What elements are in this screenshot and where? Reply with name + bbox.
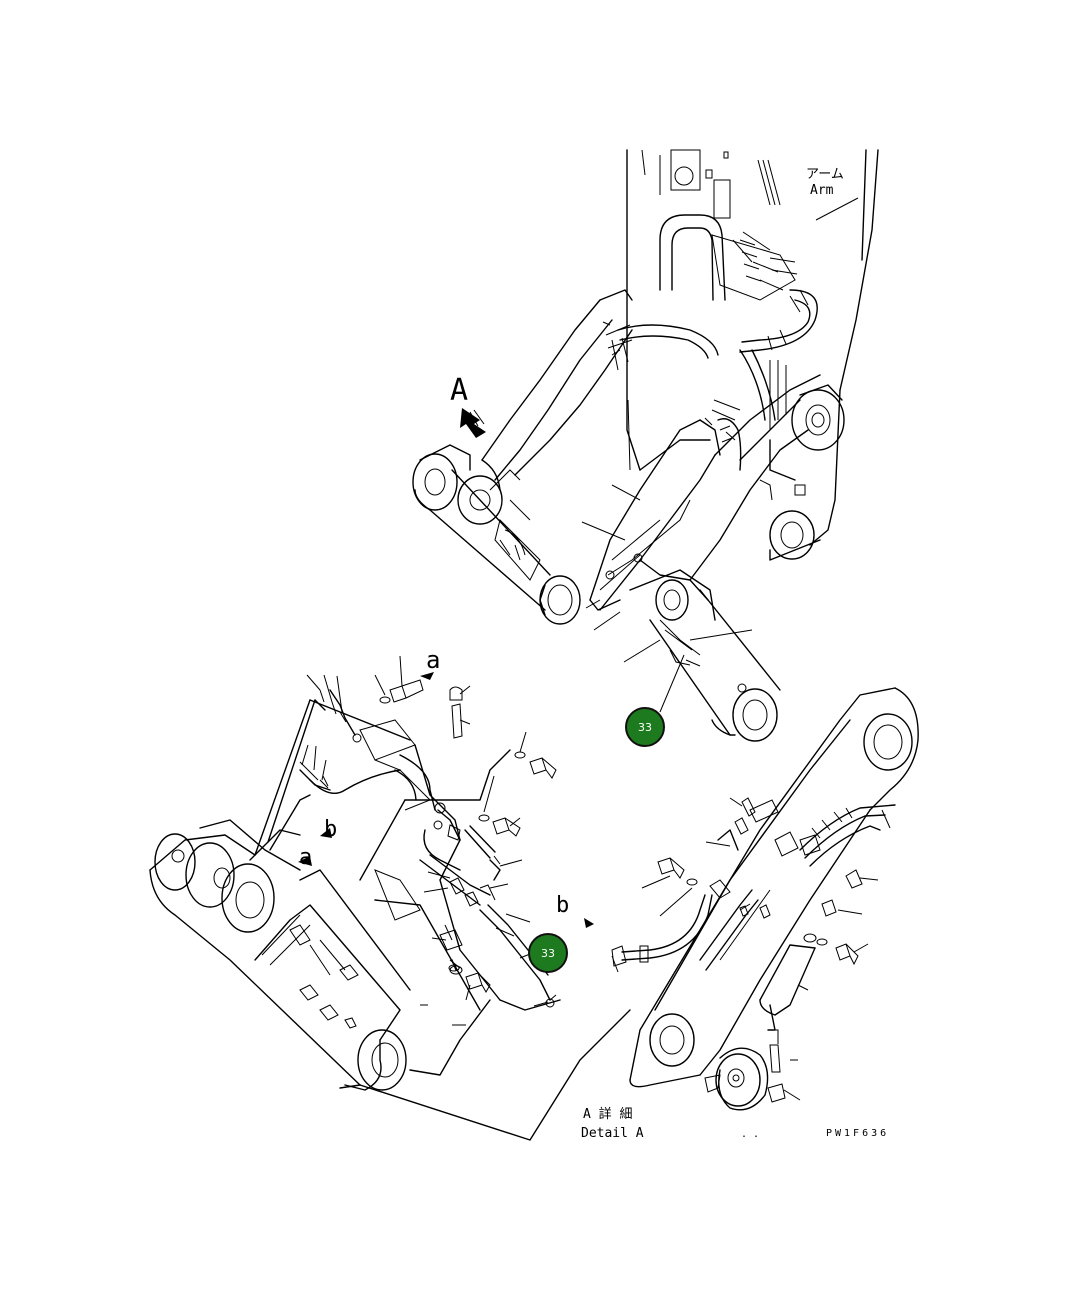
callout-circle[interactable] [528, 933, 568, 973]
detail-label-jp: A 詳 細 [583, 1106, 632, 1122]
boom-assembly [412, 231, 845, 742]
boom-foot-left [412, 444, 581, 625]
view-label-b-left: b [324, 817, 337, 842]
boom-main [689, 374, 845, 581]
link-right [589, 399, 781, 742]
callout-number: 33 [541, 947, 555, 960]
callout-number: 33 [638, 721, 652, 734]
drawing-code: PW1F636 [826, 1128, 889, 1139]
arm-label-jp: アーム [806, 167, 844, 182]
callout-circle[interactable] [625, 707, 665, 747]
view-label-a-left: a [299, 845, 312, 870]
arm-assembly [626, 149, 879, 471]
labels: アーム Arm A a b a b A 詳 細 Detail A PW1F636… [299, 167, 889, 1141]
svg-text:. .: . . [741, 1129, 759, 1140]
callout-33-upper[interactable]: 33 [625, 707, 665, 747]
detail-b-link [611, 687, 919, 1111]
view-label-a-top: a [426, 646, 440, 674]
arm-label-en: Arm [810, 183, 834, 198]
callout-33-lower[interactable]: 33 [528, 933, 568, 973]
view-arrow-A [460, 408, 486, 438]
view-label-A: A [450, 373, 468, 408]
detail-a-boom [149, 655, 631, 1141]
detail-label-en: Detail A [581, 1126, 644, 1141]
view-label-b-right: b [556, 893, 569, 918]
upper-leaders [581, 231, 784, 713]
